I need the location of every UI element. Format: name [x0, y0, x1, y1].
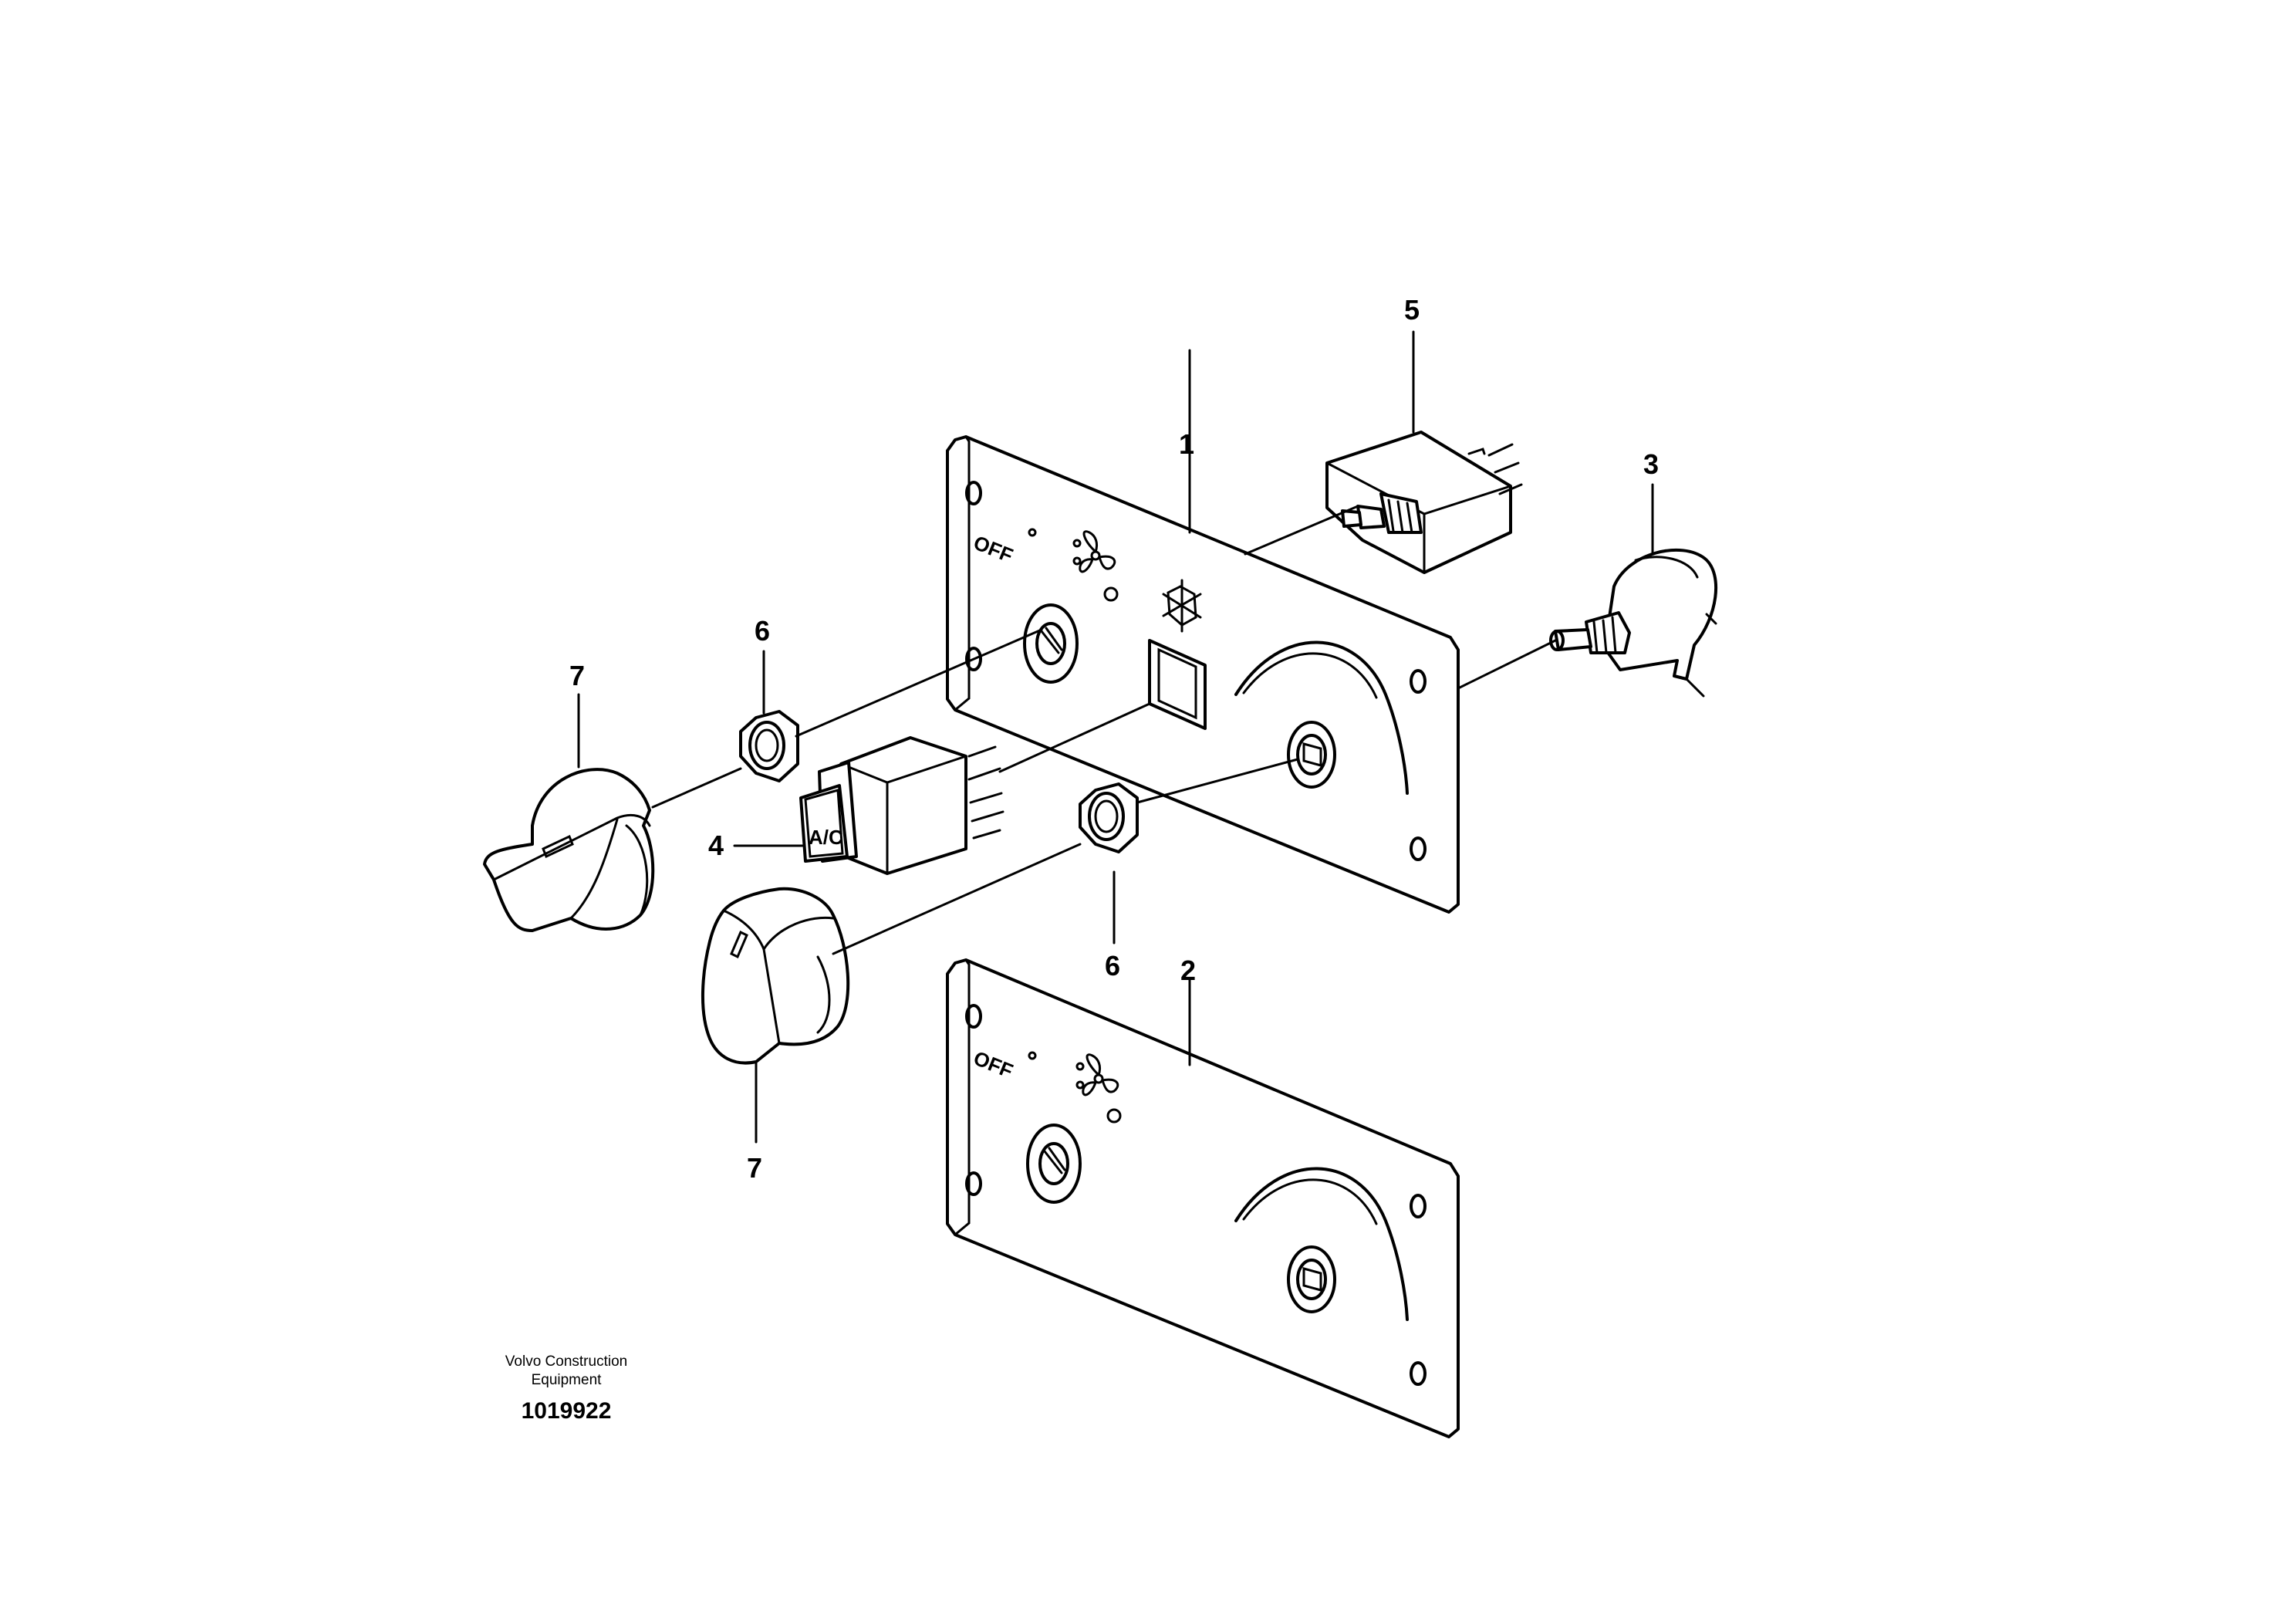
- potentiometer: [1549, 548, 1718, 698]
- footer-line-2: Equipment: [532, 1372, 603, 1388]
- leader-lines: [577, 330, 1654, 1144]
- callout-4: 4: [708, 830, 724, 861]
- callout-1: 1: [1179, 428, 1194, 460]
- knob-left: [483, 768, 655, 932]
- ac-switch: A/C: [799, 736, 1004, 875]
- callout-7-upper: 7: [569, 660, 585, 691]
- fan-icon-lower: [1075, 1053, 1119, 1097]
- nut-upper: [739, 710, 799, 782]
- nut-lower: [1079, 782, 1139, 853]
- panel-upper: OFF: [946, 435, 1460, 914]
- callout-6-lower: 6: [1105, 950, 1120, 982]
- panel-lower: OFF: [946, 958, 1460, 1438]
- callout-5: 5: [1404, 294, 1420, 326]
- panel-upper-knob-boss: [1023, 603, 1079, 684]
- panel-upper-shaft-hole: [1287, 721, 1336, 789]
- footer-line-1: Volvo Construction: [505, 1353, 627, 1370]
- ac-switch-label: A/C: [809, 826, 843, 849]
- callout-2: 2: [1180, 955, 1196, 986]
- knob-lower: [701, 887, 850, 1065]
- callout-3: 3: [1643, 448, 1659, 480]
- snowflake-icon: [1162, 579, 1202, 633]
- callout-7-lower: 7: [747, 1152, 762, 1184]
- panel-lower-knob-boss: [1026, 1124, 1082, 1204]
- fan-icon: [1072, 530, 1116, 573]
- panel-lower-shaft-hole: [1287, 1245, 1336, 1313]
- switch-opening: [1148, 639, 1207, 730]
- relay: [1325, 431, 1523, 574]
- callout-6-upper: 6: [755, 615, 770, 647]
- drawing-number: 1019922: [522, 1398, 612, 1424]
